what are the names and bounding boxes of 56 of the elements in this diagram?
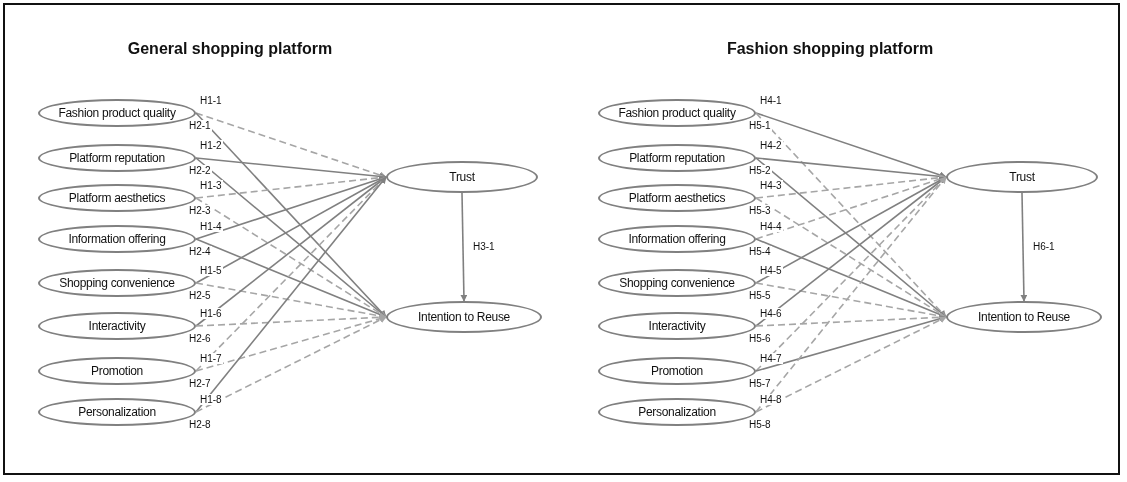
edge-label: H5-7 <box>748 378 772 389</box>
edge-label: H3-1 <box>472 241 496 252</box>
arrow <box>755 157 947 318</box>
edge-label: H1-5 <box>199 265 223 276</box>
edge-label: H4-4 <box>759 221 783 232</box>
edge-label: H1-8 <box>199 394 223 405</box>
edge-label: H4-6 <box>759 308 783 319</box>
edge-label: H2-5 <box>188 290 212 301</box>
edge-label: H5-3 <box>748 205 772 216</box>
arrow <box>460 192 468 302</box>
arrow <box>195 197 387 318</box>
arrow <box>195 316 387 413</box>
edge-label: H2-3 <box>188 205 212 216</box>
edge-label: H2-2 <box>188 165 212 176</box>
arrow <box>195 176 387 413</box>
edge-label: H1-2 <box>199 140 223 151</box>
edge-label: H5-6 <box>748 333 772 344</box>
edge-label: H1-6 <box>199 308 223 319</box>
edge-label: H4-7 <box>759 353 783 364</box>
edge-label: H5-8 <box>748 419 772 430</box>
construct-ellipse: Intention to Reuse <box>946 301 1102 333</box>
edge-label: H2-7 <box>188 378 212 389</box>
edge-label: H4-8 <box>759 394 783 405</box>
arrow <box>755 316 947 413</box>
construct-ellipse: Trust <box>946 161 1098 193</box>
edge-label: H2-6 <box>188 333 212 344</box>
construct-ellipse: Intention to Reuse <box>386 301 542 333</box>
edge-label: H1-7 <box>199 353 223 364</box>
arrow <box>755 315 947 372</box>
edge-label: H4-5 <box>759 265 783 276</box>
edge-label: H2-1 <box>188 120 212 131</box>
arrow <box>755 197 947 318</box>
edge-label: H5-2 <box>748 165 772 176</box>
edge-label: H4-3 <box>759 180 783 191</box>
arrow <box>1020 192 1028 302</box>
edge-label: H5-1 <box>748 120 772 131</box>
edge-label: H4-2 <box>759 140 783 151</box>
panel-heading: General shopping platform <box>127 40 333 58</box>
edge-label: H1-3 <box>199 180 223 191</box>
edge-label: H2-4 <box>188 246 212 257</box>
arrow <box>195 157 387 318</box>
panel-heading: Fashion shopping platform <box>726 40 934 58</box>
arrow <box>195 157 387 180</box>
edge-label: H4-1 <box>759 95 783 106</box>
arrow <box>195 175 387 240</box>
arrow <box>755 238 947 318</box>
arrow <box>195 238 387 318</box>
edge-label: H1-4 <box>199 221 223 232</box>
edge-label: H5-5 <box>748 290 772 301</box>
edge-label: H2-8 <box>188 419 212 430</box>
arrow <box>755 112 947 179</box>
construct-ellipse: Trust <box>386 161 538 193</box>
edge-label: H5-4 <box>748 246 772 257</box>
edge-label: H1-1 <box>199 95 223 106</box>
edge-label: H6-1 <box>1032 241 1056 252</box>
arrow <box>195 112 387 179</box>
